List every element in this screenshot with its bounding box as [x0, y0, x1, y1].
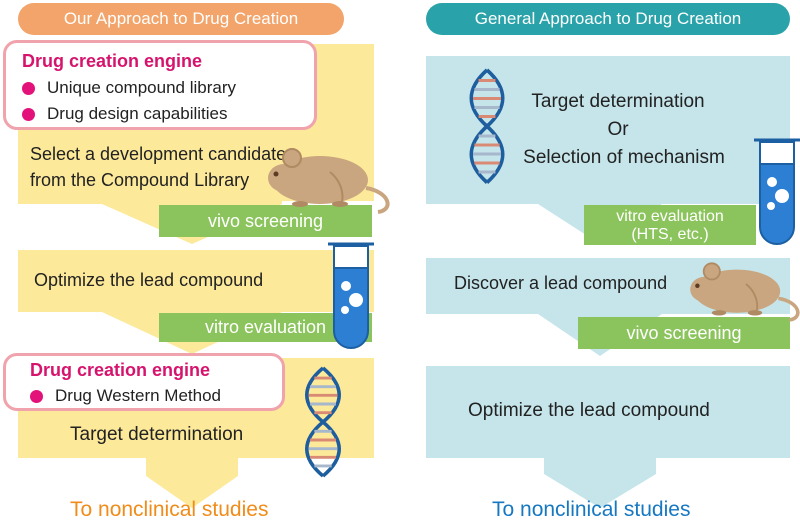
- right-step1-line2: Or: [607, 119, 629, 140]
- engine-box-1: Drug creation engine Unique compound lib…: [3, 40, 317, 130]
- test-tube-icon: [326, 242, 376, 350]
- right-step1-line1: Target determination: [531, 91, 705, 112]
- mouse-icon: [266, 147, 390, 214]
- right-step1-line3: Selection of mechanism: [523, 147, 725, 168]
- dna-icon: [304, 366, 342, 478]
- engine-title: Drug creation engine: [22, 51, 203, 71]
- right-flow-block-3: [426, 366, 790, 508]
- mouse-icon: [688, 261, 800, 322]
- engine-title: Drug creation engine: [30, 360, 211, 380]
- bullet-icon: [30, 389, 43, 403]
- engine-item: Drug design capabilities: [22, 104, 314, 124]
- right-footer: To nonclinical studies: [492, 498, 691, 521]
- right-step1-tag: vitro evaluation (HTS, etc.): [584, 205, 756, 245]
- left-header: Our Approach to Drug Creation: [18, 3, 344, 35]
- test-tube-icon: [752, 138, 800, 246]
- left-footer: To nonclinical studies: [70, 498, 269, 521]
- left-step3-text: Target determination: [70, 424, 244, 445]
- dna-icon: [469, 68, 505, 185]
- left-step2-text: Optimize the lead compound: [34, 270, 264, 290]
- right-header: General Approach to Drug Creation: [426, 3, 790, 35]
- left-step1-text: Select a development candidate from the …: [30, 144, 287, 190]
- right-step2-text: Discover a lead compound: [454, 273, 668, 293]
- right-step3-text: Optimize the lead compound: [468, 400, 710, 421]
- right-flow-block-1: [426, 56, 790, 244]
- left-flow-block-2: [18, 250, 374, 354]
- bullet-icon: [22, 81, 35, 95]
- left-step1-tag: vivo screening: [159, 205, 372, 237]
- engine-item: Unique compound library: [22, 78, 314, 98]
- engine-box-2: Drug creation engine Drug Western Method: [3, 353, 285, 411]
- right-step2-tag: vivo screening: [578, 317, 790, 349]
- engine-item: Drug Western Method: [30, 386, 282, 406]
- bullet-icon: [22, 107, 35, 121]
